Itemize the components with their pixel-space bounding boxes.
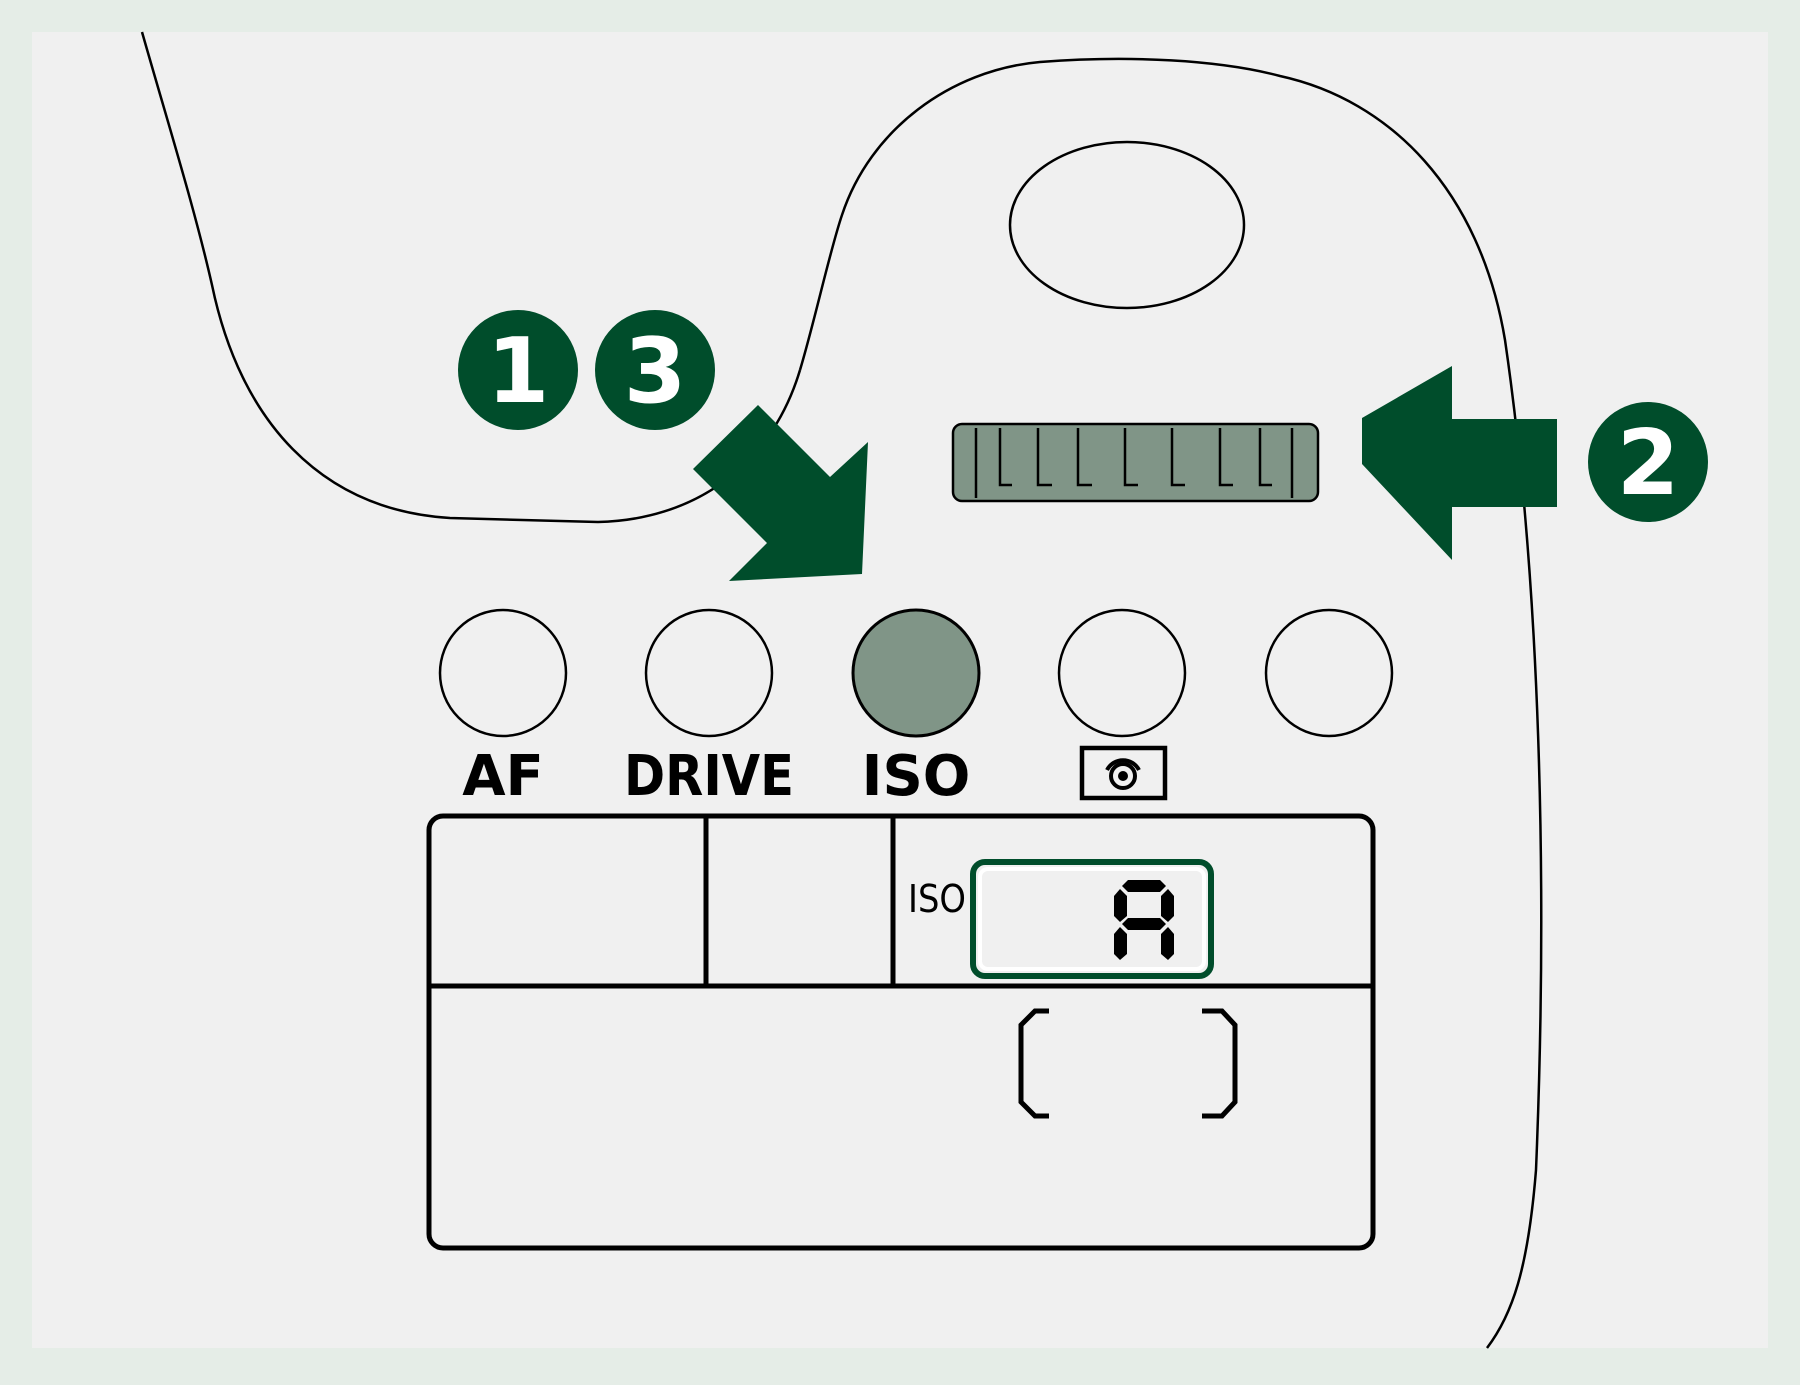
drive-button-label: DRIVE bbox=[624, 744, 794, 809]
shutter-button-icon[interactable] bbox=[1008, 140, 1246, 310]
iso-button-label: ISO bbox=[862, 744, 971, 809]
step-badge-circle bbox=[1588, 402, 1708, 522]
af-button-label: AF bbox=[462, 744, 544, 809]
lcd-iso-label: ISO bbox=[908, 877, 966, 921]
arrow-left-icon bbox=[1362, 366, 1557, 560]
step-badge-1: 1 bbox=[458, 310, 578, 430]
lcd-iso-value-highlight bbox=[970, 859, 1214, 979]
arrow-down-right-icon bbox=[693, 405, 868, 581]
main-dial-icon[interactable] bbox=[951, 422, 1320, 503]
lcd-panel: ISO A bbox=[426, 813, 1376, 1251]
button-af[interactable]: AF bbox=[438, 608, 568, 809]
step-number: 2 bbox=[1617, 411, 1680, 516]
dial-ridges bbox=[974, 428, 1294, 498]
step-badge-2: 2 bbox=[1588, 402, 1708, 522]
drive-button[interactable] bbox=[644, 608, 774, 738]
step-badge-circle bbox=[458, 310, 578, 430]
metering-button[interactable] bbox=[1057, 608, 1187, 738]
camera-body-outline bbox=[798, 57, 1543, 1349]
step-badge-3: 3 bbox=[595, 310, 715, 430]
iso-button[interactable] bbox=[851, 608, 981, 738]
button-drive[interactable]: DRIVE bbox=[624, 608, 794, 809]
unlabeled-button[interactable] bbox=[1264, 608, 1394, 738]
lcd-bracket-left bbox=[1018, 1008, 1049, 1119]
lcd-iso-value-inner bbox=[978, 867, 1206, 971]
lcd-iso-value-segments bbox=[1114, 880, 1174, 960]
button-metering[interactable] bbox=[1057, 608, 1187, 801]
main-dial[interactable] bbox=[951, 422, 1320, 503]
button-blank[interactable] bbox=[1264, 608, 1394, 738]
af-button[interactable] bbox=[438, 608, 568, 738]
step-badge-circle bbox=[595, 310, 715, 430]
button-iso[interactable]: ISO bbox=[851, 608, 981, 809]
lcd-bracket-right bbox=[1202, 1008, 1238, 1119]
step-number: 3 bbox=[624, 319, 687, 424]
lcd-frame bbox=[426, 813, 1376, 1251]
metering-mode-icon bbox=[1079, 745, 1168, 801]
step-number: 1 bbox=[487, 319, 550, 424]
